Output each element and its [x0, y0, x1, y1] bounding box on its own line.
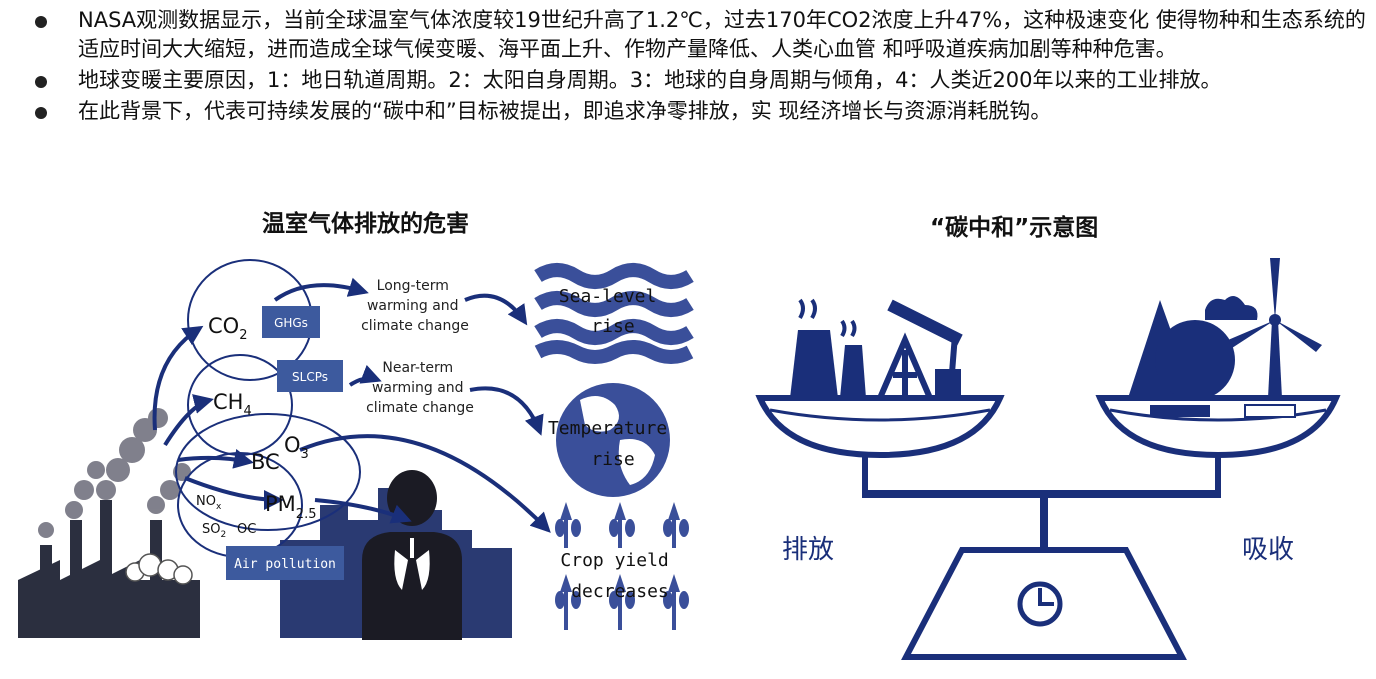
bullet-dot [35, 16, 47, 28]
bullet-item: 地球变暖主要原因，1：地日轨道周期。2：太阳自身周期。3：地球的自身周期与倾角，… [30, 66, 1370, 95]
sea-level-label: Sea-level rise [559, 286, 667, 337]
smoke-icon [38, 408, 191, 538]
wheat-icon [555, 502, 689, 630]
bullet-list: NASA观测数据显示，当前全球温室气体浓度较19世纪升高了1.2℃，过去170年… [30, 6, 1370, 128]
slcps-box [277, 360, 343, 392]
slcps-label: SLCPs [292, 370, 328, 384]
oc-label: OC [237, 522, 256, 537]
so2-label: SO2 [202, 522, 226, 540]
wind-turbine-icon [1228, 258, 1322, 398]
bullet-item: 在此背景下，代表可持续发展的“碳中和”目标被提出，即追求净零排放，实 现经济增长… [30, 97, 1370, 126]
co2-label: CO2 [208, 314, 247, 343]
long-term-label: Long-term warming and climate change [361, 278, 469, 334]
harm-diagram: CO2 CH4 BC O3 PM2.5 NOx SO2 OC GHGs SLCP… [18, 259, 694, 640]
bullet-dot [35, 76, 47, 88]
left-pan [755, 395, 1005, 459]
right-figure-title: “碳中和”示意图 [930, 215, 1099, 241]
left-figure-title: 温室气体排放的危害 [262, 211, 469, 237]
bullet-item: NASA观测数据显示，当前全球温室气体浓度较19世纪升高了1.2℃，过去170年… [30, 6, 1370, 64]
air-pollution-label: Air pollution [234, 557, 336, 572]
cloud-icon [125, 553, 193, 585]
bullet-text: 在此背景下，代表可持续发展的“碳中和”目标被提出，即追求净零排放，实 现经济增长… [78, 99, 1052, 123]
right-pan [1095, 395, 1341, 459]
person-icon [362, 470, 462, 640]
temperature-label: Temperature rise [548, 418, 678, 470]
bullet-text: NASA观测数据显示，当前全球温室气体浓度较19世纪升高了1.2℃，过去170年… [78, 8, 1366, 61]
emission-label: 排放 [782, 535, 834, 565]
flow-arrows [152, 277, 551, 533]
o3-label: O3 [284, 433, 309, 462]
near-term-label: Near-term warming and climate change [366, 360, 474, 416]
bc-label: BC [251, 450, 280, 474]
globe-icon [556, 383, 670, 497]
ghgs-box [262, 306, 320, 338]
oil-pump-icon [877, 299, 963, 400]
pm25-label: PM2.5 [265, 492, 316, 522]
bullet-dot [35, 107, 47, 119]
ghgs-label: GHGs [274, 316, 308, 330]
air-pollution-box [226, 546, 344, 580]
bullet-text: 地球变暖主要原因，1：地日轨道周期。2：太阳自身周期。3：地球的自身周期与倾角，… [78, 68, 1222, 92]
scale-beam [862, 490, 1221, 498]
crop-yield-label: Crop yield decreases [560, 550, 679, 602]
nox-label: NOx [196, 494, 222, 512]
factory-icon [18, 500, 200, 638]
nature-icon [1128, 296, 1258, 400]
sea-waves-icon [534, 263, 694, 364]
absorption-label: 吸收 [1242, 535, 1294, 565]
power-plant-icon [790, 298, 866, 398]
ch4-label: CH4 [213, 390, 252, 419]
carbon-neutral-scale: 排放 吸收 [755, 258, 1341, 660]
